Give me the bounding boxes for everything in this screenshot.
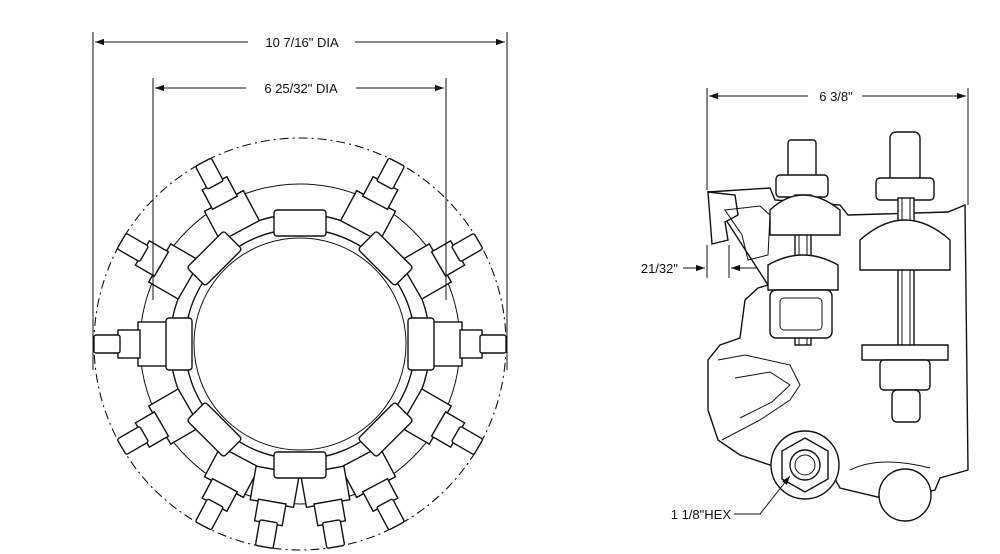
ring-lug xyxy=(358,402,413,457)
cutter-assembly xyxy=(117,387,202,455)
inner-dia-label: 6 25/32" DIA xyxy=(264,81,338,96)
dimension-outer-dia: 10 7/16" DIA xyxy=(95,35,505,50)
cutter-assembly xyxy=(339,157,405,243)
dimension-inner-dia: 6 25/32" DIA xyxy=(155,81,444,96)
side-shoulder-inner xyxy=(734,371,791,419)
tooth-inner xyxy=(724,205,771,261)
ring-lug xyxy=(187,402,242,457)
width-label: 6 3/8" xyxy=(819,89,853,104)
ring-lug xyxy=(187,231,242,286)
outer-dia-label: 10 7/16" DIA xyxy=(265,35,339,50)
front-view xyxy=(93,137,507,551)
hex-callout: 1 1/8"HEX xyxy=(671,475,791,522)
hex-nut xyxy=(770,430,840,500)
hex-label: 1 1/8"HEX xyxy=(671,507,732,522)
offset-label: 21/32" xyxy=(641,261,679,276)
tooth-left xyxy=(707,191,739,245)
bottom-curve xyxy=(849,461,931,471)
cutter-assembly xyxy=(398,387,483,455)
cutter-assembly xyxy=(339,445,405,531)
ring-lug xyxy=(273,209,327,237)
cutter-assembly xyxy=(93,321,173,367)
cutter-assembly xyxy=(195,445,261,531)
bolt-left xyxy=(767,139,841,346)
side-shoulder xyxy=(717,354,801,441)
side-view xyxy=(706,131,969,522)
ring-lug xyxy=(165,317,193,371)
ring-lug xyxy=(407,317,435,371)
bore-circle xyxy=(193,237,407,451)
ring-lugs xyxy=(165,209,435,479)
bottom-right-boss xyxy=(878,468,932,522)
bolt-right xyxy=(859,131,951,423)
cutter-assembly xyxy=(117,233,202,301)
ring-lug xyxy=(358,231,413,286)
dimension-width: 6 3/8" xyxy=(709,89,966,104)
cutter-assembly xyxy=(398,233,483,301)
dimension-offset: 21/32" xyxy=(641,261,756,276)
cutter-assembly xyxy=(195,157,261,243)
ring-lug xyxy=(273,451,327,479)
cutter-assembly xyxy=(427,321,507,367)
